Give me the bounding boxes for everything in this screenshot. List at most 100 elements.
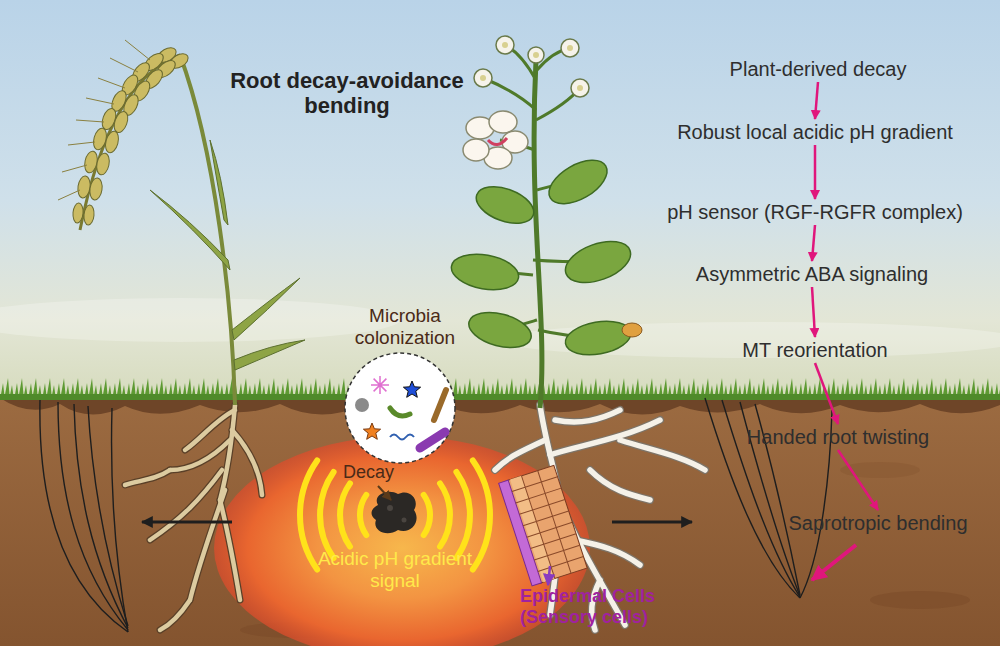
flow-arrow	[815, 82, 818, 119]
epidermal-cells	[499, 480, 542, 586]
step-text: Plant-derived decay	[730, 57, 907, 81]
flowering-plant	[534, 60, 542, 408]
flowering-plant	[567, 45, 573, 51]
flowering-plant	[471, 180, 538, 231]
signal-waves	[320, 472, 334, 558]
epidermal-cells	[499, 465, 588, 586]
signal-label: Acidic pH gradient signal	[295, 548, 495, 592]
root-tip-outline-left	[58, 402, 128, 630]
grass-strip	[0, 394, 1000, 400]
bending-arrows	[142, 521, 692, 524]
step-text: Handed root twisting	[747, 425, 929, 449]
right-roots	[495, 405, 705, 630]
wheat-plant	[58, 40, 305, 405]
step-text: Asymmetric ABA signaling	[696, 262, 928, 286]
signal-waves	[300, 461, 317, 570]
saprotropic-arrow	[812, 545, 856, 580]
step-text: MT reorientation	[742, 338, 887, 362]
signal-waves	[473, 461, 490, 570]
flow-step: Plant-derived decay	[730, 57, 907, 81]
decay-matter	[372, 492, 417, 533]
microbe-circle	[371, 376, 389, 394]
signal-waves	[456, 472, 470, 558]
microbe-circle	[420, 432, 445, 448]
wheat-plant	[95, 152, 111, 176]
wheat-plant	[103, 130, 120, 154]
diagram-title: Root decay-avoidance bending	[222, 68, 472, 119]
flow-arrow	[814, 145, 817, 199]
decay-label: Decay	[343, 462, 413, 483]
wheat-roots	[125, 405, 262, 630]
grass-strip	[0, 376, 1000, 400]
microbe-circle	[345, 353, 455, 463]
decay-pointer	[378, 486, 391, 500]
wheat-plant	[89, 177, 104, 200]
flowering-plant	[571, 79, 589, 97]
root-tip-outline-left	[40, 400, 128, 632]
root-tip-outline-left	[74, 404, 128, 628]
microbe-circle	[390, 408, 410, 416]
flow-arrow	[815, 363, 838, 424]
flowering-plant	[463, 111, 528, 169]
flow-arrow	[812, 287, 815, 337]
wheat-roots	[125, 405, 262, 630]
microbe-circle	[390, 435, 414, 440]
signal-waves	[440, 483, 450, 546]
step-text: Saprotropic bending	[788, 511, 967, 535]
sensory-pointer	[548, 566, 550, 585]
flowering-plant	[489, 111, 517, 133]
sky-background	[0, 298, 400, 342]
flowering-plant	[449, 36, 642, 408]
right-roots	[495, 405, 705, 630]
decay-matter	[387, 505, 393, 511]
epidermal-cells	[508, 465, 587, 583]
flow-step: Saprotropic bending	[788, 511, 967, 535]
wheat-plant	[83, 205, 95, 226]
flowering-plant	[542, 151, 614, 212]
flow-arrow	[812, 225, 815, 261]
flowering-plant	[577, 85, 583, 91]
wheat-plant	[58, 40, 150, 200]
signal-waves	[424, 495, 430, 535]
step-text: pH sensor (RGF-RGFR complex)	[667, 200, 963, 224]
wheat-roots	[125, 405, 262, 630]
sensory-cell-label: Epidermal Cells (Sensory cells)	[520, 586, 670, 627]
microbe-circle	[355, 398, 369, 412]
flow-step: pH sensor (RGF-RGFR complex)	[667, 200, 963, 224]
flow-step: MT reorientation	[742, 338, 887, 362]
microbe-circle	[434, 390, 446, 420]
wheat-plant	[180, 55, 235, 405]
microbe-circle	[363, 423, 380, 439]
wheat-plant	[77, 175, 92, 198]
wheat-plant	[150, 190, 230, 270]
flow-step: Asymmetric ABA signaling	[696, 262, 928, 286]
decay-matter	[402, 518, 407, 523]
wheat-plant	[58, 40, 150, 200]
sensory-pointer	[548, 566, 550, 585]
flowering-plant	[449, 151, 637, 359]
flow-step: Robust local acidic pH gradient	[677, 120, 953, 144]
microbe-circle	[403, 381, 420, 397]
decay-matter	[372, 492, 417, 533]
flowering-plant	[480, 75, 486, 81]
wheat-plant	[72, 203, 84, 224]
bending-arrows	[142, 521, 232, 524]
flowering-plant	[474, 36, 589, 97]
flowering-plant	[561, 39, 579, 57]
flow-arrow	[838, 450, 878, 510]
root-tip-outline-left	[112, 408, 128, 632]
step-text: Robust local acidic pH gradient	[677, 120, 953, 144]
bending-arrows	[612, 521, 692, 524]
flowering-plant	[480, 42, 583, 91]
soil-ground	[870, 591, 970, 609]
flowering-plant	[474, 69, 492, 87]
signal-waves	[340, 483, 350, 546]
flow-step: Handed root twisting	[747, 425, 929, 449]
decay-pointer	[378, 486, 391, 500]
wheat-plant	[210, 140, 228, 225]
flowering-plant	[622, 323, 642, 337]
flowering-plant	[528, 47, 544, 63]
signal-waves	[360, 495, 366, 535]
